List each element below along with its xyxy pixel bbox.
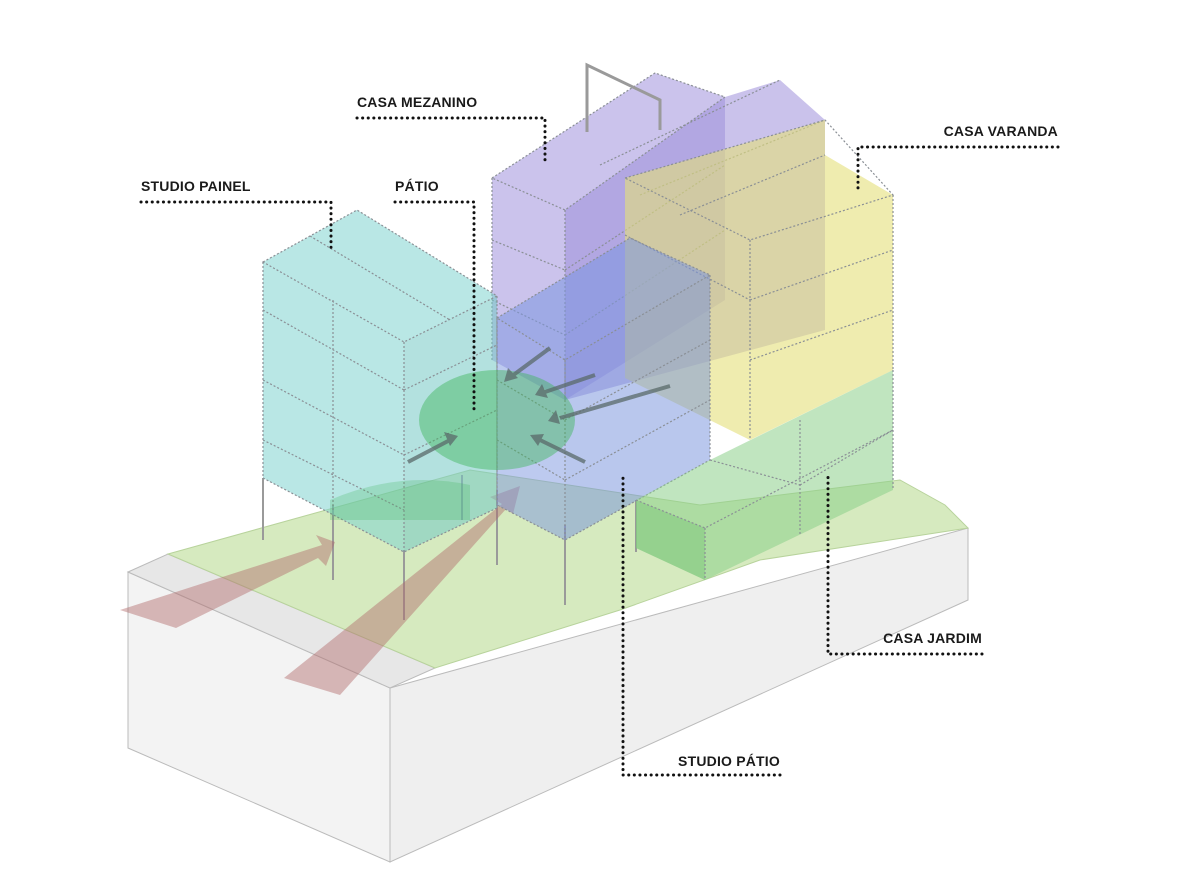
access-arrow-right — [284, 486, 520, 695]
access-arrow-left — [120, 535, 335, 628]
leader-casa-varanda — [856, 145, 1060, 194]
studio-patio-volume — [495, 237, 712, 541]
leader-casa-jardim — [826, 473, 984, 656]
label-patio: PÁTIO — [395, 178, 439, 194]
label-casa-varanda: CASA VARANDA — [944, 123, 1058, 139]
leader-casa-mezanino — [355, 116, 547, 167]
label-studio-painel: STUDIO PAINEL — [141, 178, 251, 194]
flow-arrows — [407, 346, 671, 464]
access-arrows — [120, 486, 520, 695]
label-casa-jardim: CASA JARDIM — [883, 630, 982, 646]
label-studio-patio: STUDIO PÁTIO — [678, 753, 780, 769]
labels: CASA MEZANINO CASA VARANDA STUDIO PAINEL… — [141, 94, 1058, 769]
roof-frame — [585, 62, 662, 132]
label-casa-mezanino: CASA MEZANINO — [357, 94, 477, 110]
leader-studio-painel — [139, 200, 333, 252]
studio-painel-volume — [261, 209, 499, 553]
leader-studio-patio — [621, 473, 782, 777]
leader-lines — [139, 116, 1060, 777]
casa-jardim-volume — [635, 370, 894, 580]
leader-patio — [393, 200, 476, 414]
block-side-face — [389, 527, 969, 863]
